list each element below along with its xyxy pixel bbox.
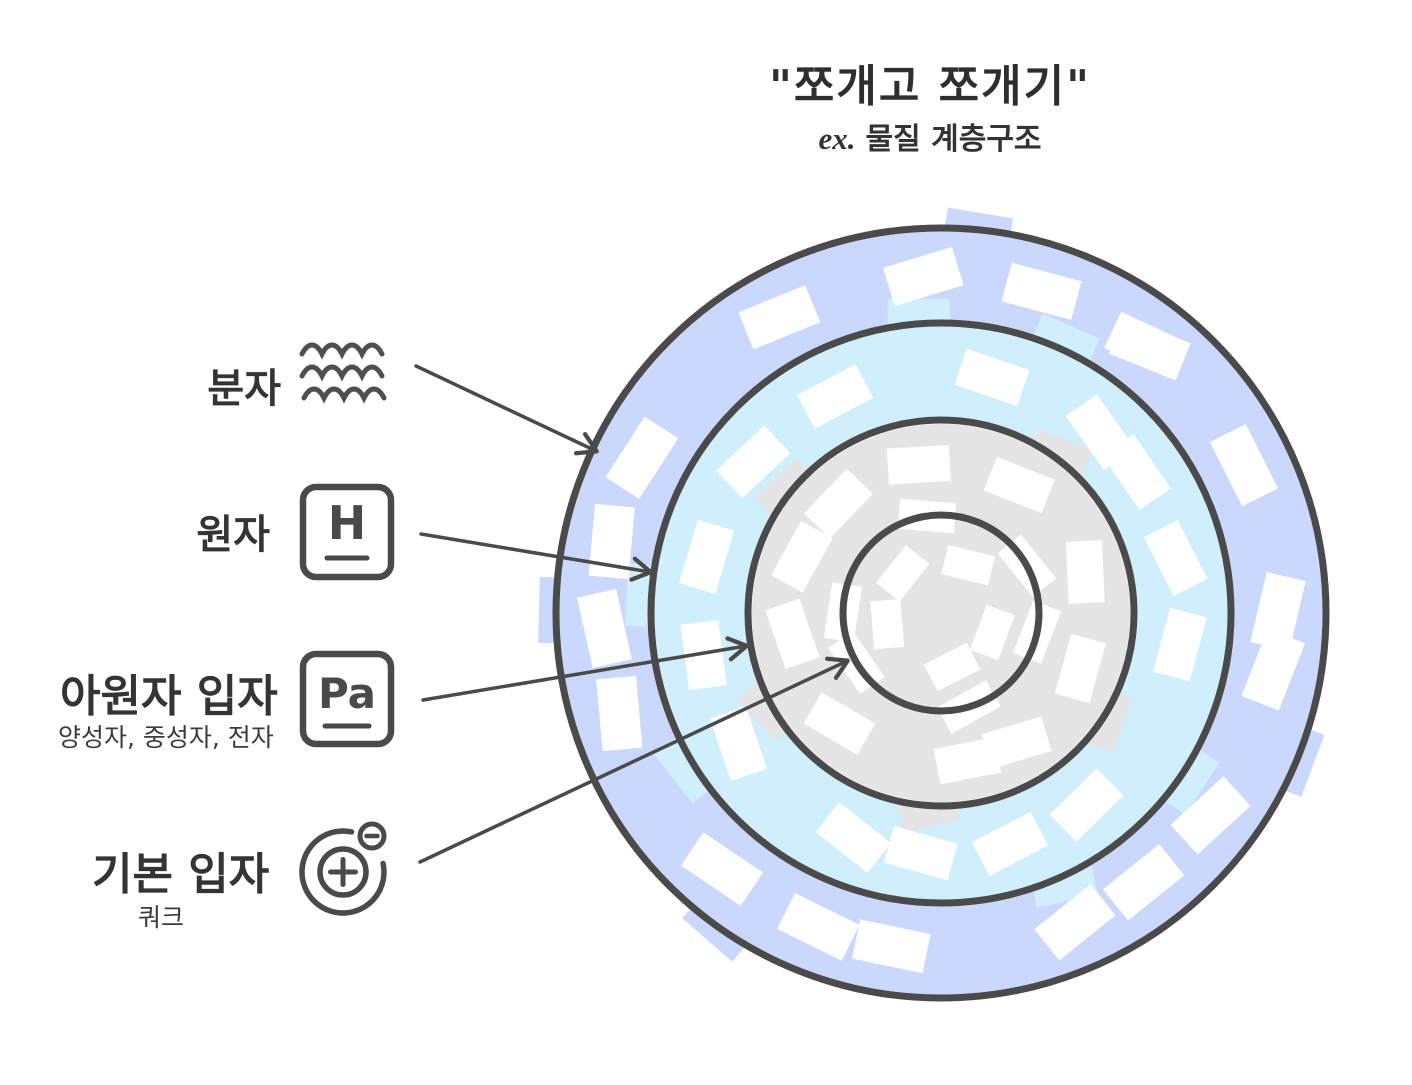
ring-outlines-layer	[552, 224, 1330, 1002]
subatomic-particle-label: 아원자 입자	[60, 671, 278, 722]
subatomic-particle-sublabel: 양성자, 중성자, 전자	[58, 723, 274, 752]
scribble-patch	[1153, 607, 1207, 682]
scribble-patch	[803, 692, 876, 755]
scribble-patch	[1065, 540, 1105, 604]
arrow-atom	[419, 532, 653, 582]
hydrogen-element-icon: H	[299, 483, 395, 581]
scribble-patch	[870, 599, 905, 650]
scribble-patch	[803, 468, 873, 539]
subtitle-text: 물질 계층구조	[865, 122, 1042, 157]
scribble-patch	[654, 736, 717, 804]
scribble-patch	[596, 675, 643, 752]
scribble-patch	[588, 503, 635, 580]
subatomic-symbol: Pa	[318, 669, 376, 718]
atom-icon	[299, 821, 387, 916]
arrow-subatomic	[421, 636, 749, 702]
scribble-patch	[1054, 633, 1106, 704]
scribble-patch	[815, 802, 891, 873]
scribble-patch	[883, 825, 958, 881]
scribble-patch	[1143, 519, 1208, 597]
arrows-layer	[414, 364, 850, 864]
scribble-patch	[605, 416, 679, 499]
ring-outline-4	[839, 511, 1043, 715]
scribble-patch	[883, 246, 964, 307]
scribble-patch	[1087, 689, 1132, 753]
scribble-patch	[1209, 424, 1278, 507]
ring-outline-2	[647, 319, 1235, 907]
scribble-patch	[678, 519, 735, 594]
scribble-patch	[1028, 429, 1093, 476]
scribble-patch	[777, 893, 860, 961]
scribble-patch	[983, 456, 1055, 514]
scribble-patch	[771, 520, 833, 593]
scribble-patch	[716, 425, 791, 499]
scribble-patch	[886, 444, 951, 485]
scribble-patch	[941, 544, 995, 586]
page-title: "쪼개고 쪼개기"	[768, 61, 1092, 112]
scribble-patch	[981, 716, 1052, 769]
scribble-patch	[765, 598, 820, 669]
scribble-patch	[1160, 746, 1220, 815]
ring-outline-1	[552, 224, 1330, 1002]
scribble-patch	[933, 737, 1002, 785]
scribble-patch	[876, 545, 930, 602]
scribble-patch	[680, 832, 764, 906]
scribble-patch	[754, 457, 817, 518]
molecule-label: 분자	[207, 366, 281, 412]
scribble-patch	[1034, 884, 1116, 961]
arrow-molecule	[414, 364, 599, 456]
atom-label: 원자	[196, 512, 270, 558]
arrow-elementary	[418, 656, 850, 864]
scribble-patch	[954, 348, 1030, 407]
molecule-waves-icon	[299, 342, 387, 404]
scribble-patch	[738, 285, 821, 350]
scribble-patch	[1102, 434, 1171, 510]
scribble-patch	[797, 364, 874, 429]
ring-outline-3	[744, 416, 1138, 810]
elementary-particle-sublabel: 쿼크	[138, 903, 185, 932]
scribble-patch	[923, 642, 981, 692]
scribble-patch	[851, 919, 931, 974]
scribble-patch	[969, 604, 1015, 661]
elementary-particle-label: 기본 입자	[92, 849, 270, 900]
scribble-patch	[1170, 776, 1251, 855]
scribble-patch	[1250, 571, 1306, 652]
scribble-patch	[1108, 316, 1191, 381]
scribble-patch	[1102, 844, 1185, 921]
scribble-patch	[1030, 313, 1100, 367]
scribble-patch	[709, 706, 767, 781]
scribble-patch	[971, 811, 1049, 876]
page-subtitle: ex. 물질 계층구조	[620, 114, 1240, 158]
hydrogen-symbol: H	[328, 496, 367, 550]
scribble-patch	[680, 619, 727, 691]
scribble-patch	[576, 588, 632, 669]
scribble-patch	[1001, 262, 1082, 320]
scribble-patch	[1049, 768, 1124, 842]
subatomic-element-icon: Pa	[299, 650, 395, 748]
subtitle-ex-prefix: ex.	[818, 121, 856, 156]
